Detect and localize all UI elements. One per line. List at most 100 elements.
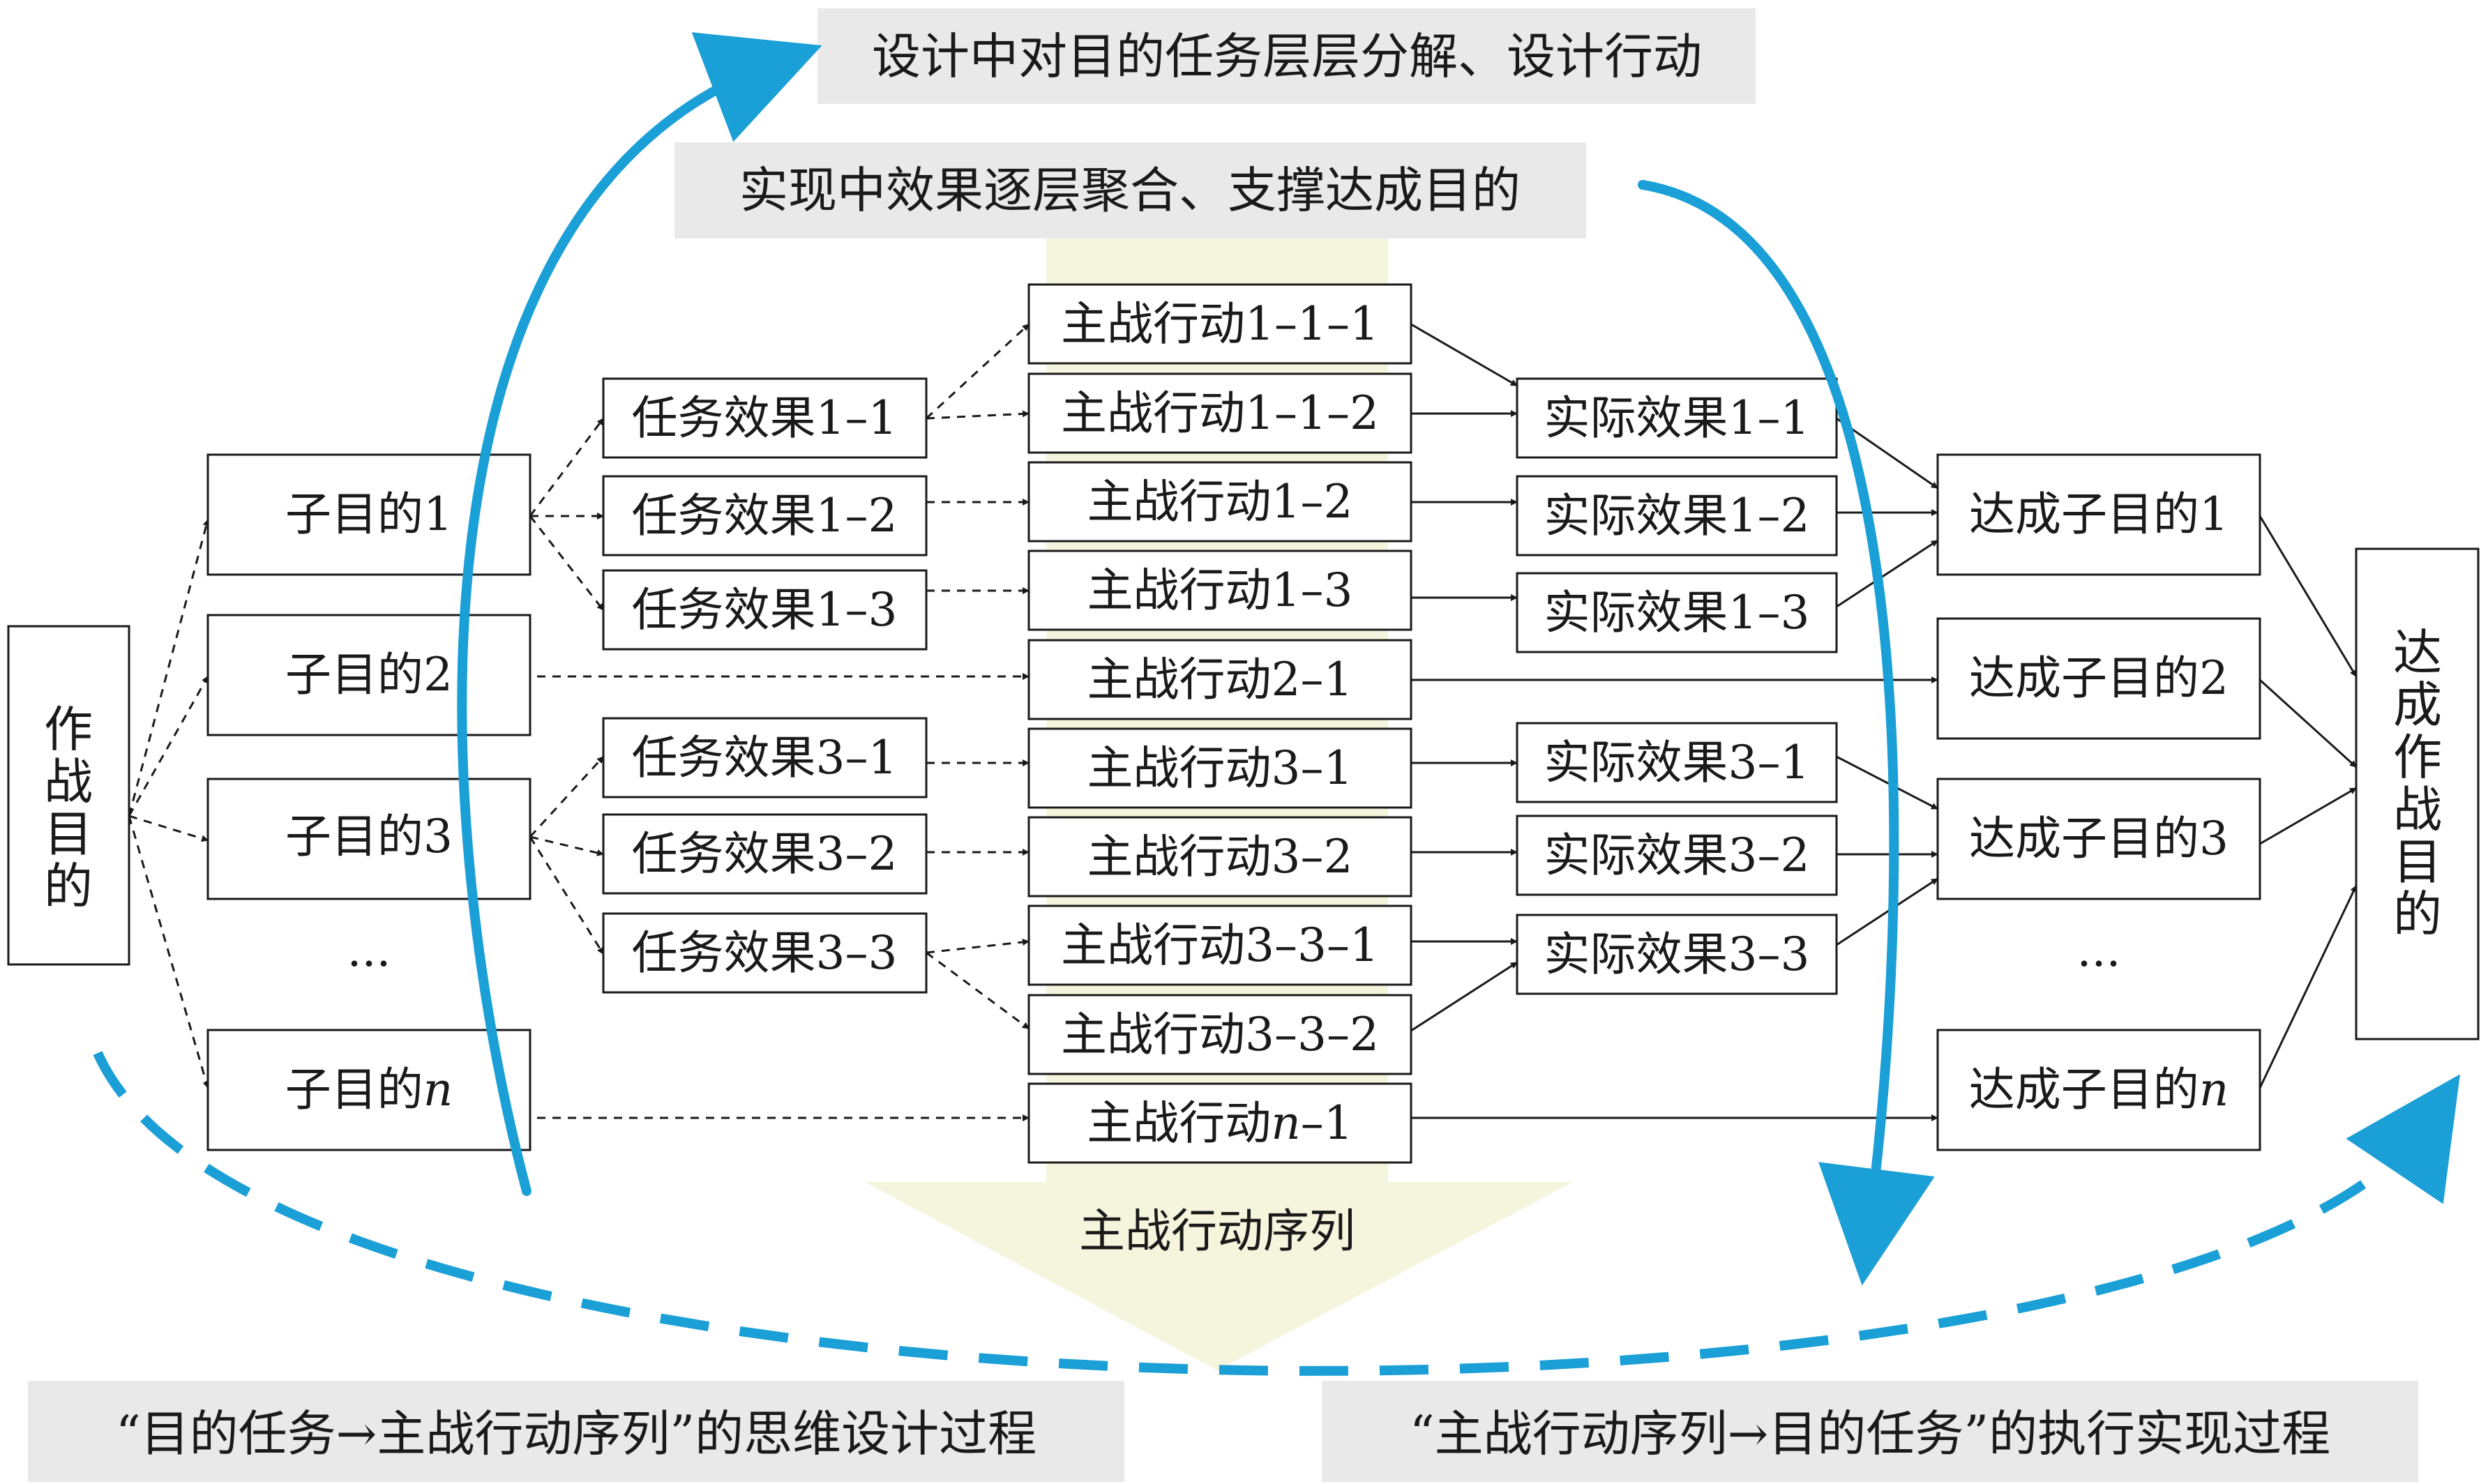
right-root-label: 达 成 作 战 目 的 xyxy=(2393,624,2442,943)
action-2-1-box xyxy=(1027,639,1412,720)
sub-goal-2: 子目的2 xyxy=(285,648,453,702)
task-effect-1-3-box xyxy=(602,569,928,651)
task-effect-3-1-box xyxy=(602,717,928,798)
arrow-sub3-te31 xyxy=(529,755,605,838)
sequence-arrow xyxy=(865,1182,1573,1370)
action-3-3-2: 主战行动3–3–2 xyxy=(1061,1008,1379,1061)
actual-effect-1-3: 实际效果1–3 xyxy=(1544,586,1810,639)
action-1-3: 主战行动1–3 xyxy=(1087,563,1353,617)
arrow-achn-root xyxy=(2259,885,2358,1089)
left-root-char-1: 作 xyxy=(44,701,93,758)
action-1-1-1-box xyxy=(1027,283,1412,365)
achieved-3: 达成子目的3 xyxy=(1969,812,2229,865)
top-banner-2-bg xyxy=(674,142,1586,238)
right-root-char-6: 的 xyxy=(2393,886,2442,943)
arrow-te33-a331 xyxy=(926,939,1030,954)
sub-goal-3: 子目的3 xyxy=(285,810,453,863)
action-3-3-2-box xyxy=(1027,994,1412,1075)
achieved-2: 达成子目的2 xyxy=(1969,651,2229,705)
achieved-2-box xyxy=(1936,617,2261,740)
actual-effect-1-2-box xyxy=(1516,475,1838,556)
action-3-1-box xyxy=(1027,727,1412,809)
action-1-1-1: 主战行动1–1–1 xyxy=(1061,297,1379,351)
actual-effect-3-3: 实际效果3–3 xyxy=(1544,927,1810,981)
achieved-sub-goals: 达成子目的1 达成子目的2 达成子目的3 ... 达成子目的n xyxy=(1936,453,2261,1151)
bottom-left-banner: “目的任务→主战行动序列”的思维设计过程 xyxy=(116,1405,1036,1462)
sub-goal-2-box xyxy=(206,614,531,736)
right-root-char-3: 作 xyxy=(2393,729,2442,786)
right-root-char-1: 达 xyxy=(2393,624,2442,681)
arrow-a111-ae11 xyxy=(1410,323,1518,387)
execution-process-arrow xyxy=(1638,180,1935,1286)
arrow-ae13-ach1 xyxy=(1836,539,1938,608)
task-effect-1-1-box xyxy=(602,377,928,459)
arrow-ach3-root xyxy=(2259,787,2357,845)
arrow-te33-a332 xyxy=(926,951,1030,1030)
left-root-char-4: 的 xyxy=(44,858,93,915)
achieved-n-box xyxy=(1936,1029,2261,1151)
achieved-1-box xyxy=(1936,453,2261,576)
arrow-root-sub1 xyxy=(128,519,210,817)
action-1-2: 主战行动1–2 xyxy=(1087,475,1353,529)
actual-effect-1-1: 实际效果1–1 xyxy=(1544,391,1810,445)
arrow-root-subn xyxy=(128,815,210,1089)
actual-effect-3-2-box xyxy=(1516,815,1838,896)
arrow-root-sub2 xyxy=(128,676,209,817)
task-effect-3-1: 任务效果3–1 xyxy=(632,731,898,785)
action-1-1-2: 主战行动1–1–2 xyxy=(1061,386,1379,440)
task-effect-3-3-box xyxy=(602,912,928,994)
effect-to-achieved-arrows xyxy=(1836,417,1938,946)
action-to-effect-arrows xyxy=(1410,323,1938,1121)
subgoal-to-task-arrows xyxy=(529,418,1030,1121)
design-process-arrow xyxy=(457,32,822,1196)
left-root-char-3: 目 xyxy=(44,805,93,863)
right-root-char-2: 成 xyxy=(2393,676,2442,734)
action-3-2-box xyxy=(1027,816,1412,898)
action-2-1: 主战行动2–1 xyxy=(1087,653,1353,706)
action-3-3-1: 主战行动3–3–1 xyxy=(1061,918,1379,972)
arrow-te11-a111 xyxy=(925,323,1030,420)
task-effects: 任务效果1–1 任务效果1–2 任务效果1–3 任务效果3–1 任务效果3–2 … xyxy=(602,377,928,994)
arrow-sub1-te13 xyxy=(529,515,605,611)
top-banner-1: 设计中对目的任务层层分解、设计行动 xyxy=(872,28,1702,85)
arrow-root-sub3 xyxy=(128,815,209,842)
top-banner-1-bg xyxy=(817,8,1756,104)
action-n-1-box xyxy=(1027,1082,1412,1164)
arrow-ae31-ach3 xyxy=(1836,755,1938,810)
action-3-1: 主战行动3–1 xyxy=(1087,741,1353,795)
top-banner-2: 实现中效果逐层聚合、支撑达成目的 xyxy=(739,162,1521,219)
left-root-label: 作 战 目 的 xyxy=(44,701,93,915)
sub-goal-1: 子目的1 xyxy=(285,487,453,541)
actual-effect-1-3-box xyxy=(1516,572,1838,653)
action-3-2: 主战行动3–2 xyxy=(1087,830,1353,884)
right-root-char-5: 目 xyxy=(2393,833,2442,891)
actual-effect-3-2: 实际效果3–2 xyxy=(1544,828,1810,882)
arrow-ach1-root xyxy=(2259,515,2358,677)
achieved-ellipsis: ... xyxy=(2077,923,2121,977)
task-effect-1-1: 任务效果1–1 xyxy=(632,391,898,445)
task-effect-3-2: 任务效果3–2 xyxy=(632,827,898,881)
root-to-subgoal-arrows xyxy=(128,519,210,1089)
arrow-sub3-te32 xyxy=(529,835,604,856)
task-effect-3-2-box xyxy=(602,813,928,895)
achieved-to-root-arrows xyxy=(2259,515,2358,1089)
achieved-1: 达成子目的1 xyxy=(1969,487,2229,541)
actual-effect-1-1-box xyxy=(1516,377,1838,459)
action-1-2-box xyxy=(1027,461,1412,543)
task-effect-3-3: 任务效果3–3 xyxy=(632,926,898,980)
achieved-3-box xyxy=(1936,778,2261,900)
task-effect-1-3: 任务效果1–3 xyxy=(632,583,898,637)
overall-cycle-arrow xyxy=(93,1051,2461,1376)
sub-goal-n-box xyxy=(206,1029,531,1151)
task-effect-1-2: 任务效果1–2 xyxy=(632,489,898,543)
action-1-1-2-box xyxy=(1027,372,1412,454)
actual-effect-3-1-box xyxy=(1516,722,1838,803)
sub-goal-n: 子目的n xyxy=(285,1063,453,1116)
actual-effect-3-1: 实际效果3–1 xyxy=(1544,736,1810,789)
right-root-char-4: 战 xyxy=(2393,781,2442,838)
arrow-ae33-ach3 xyxy=(1836,877,1938,946)
main-actions: 主战行动1–1–1 主战行动1–1–2 主战行动1–2 主战行动1–3 主战行动… xyxy=(1027,283,1412,1164)
arrow-a332-ae33 xyxy=(1410,961,1518,1032)
action-1-3-box xyxy=(1027,550,1412,631)
